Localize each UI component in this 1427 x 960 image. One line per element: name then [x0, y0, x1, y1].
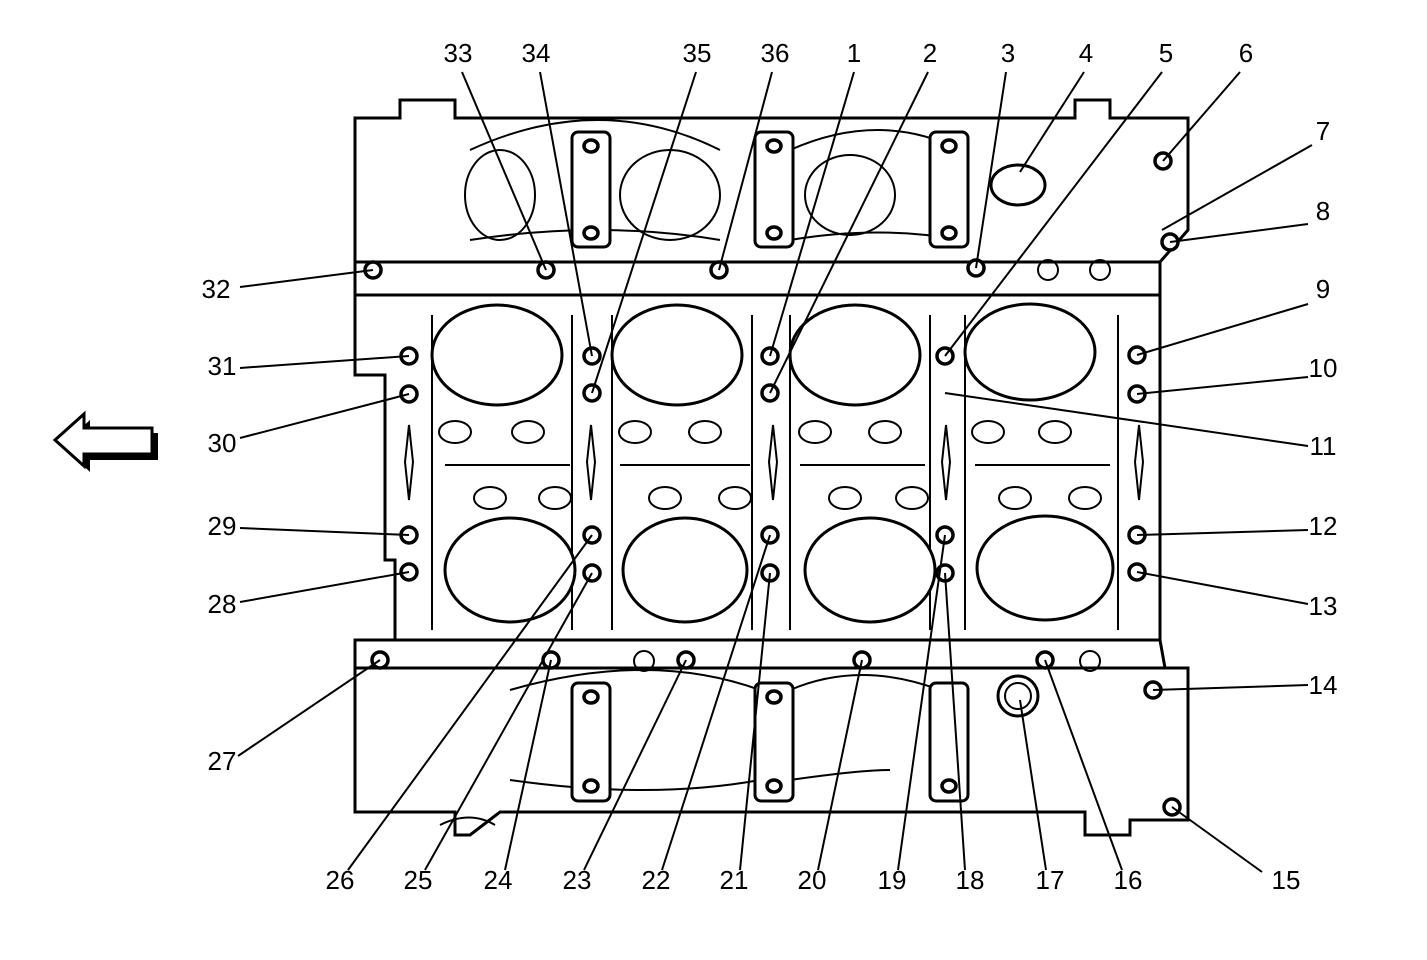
callout-label-12: 12 [1309, 511, 1338, 541]
bolt-holes [363, 151, 1182, 817]
callout-label-33: 33 [444, 38, 473, 68]
leader-line-29 [239, 527, 410, 536]
leader-line-16 [1044, 659, 1123, 871]
leader-line-26 [347, 534, 593, 871]
callout-label-9: 9 [1316, 274, 1330, 304]
leader-line-24 [504, 659, 552, 871]
leader-line-8 [1169, 223, 1309, 243]
leader-line-23 [583, 659, 687, 871]
callout-label-20: 20 [798, 865, 827, 895]
callout-label-16: 16 [1114, 865, 1143, 895]
leader-line-15 [1171, 806, 1263, 873]
callout-label-36: 36 [761, 38, 790, 68]
callout-label-27: 27 [208, 746, 237, 776]
callout-label-1: 1 [847, 38, 861, 68]
leader-line-28 [239, 571, 410, 603]
callout-label-23: 23 [563, 865, 592, 895]
callout-label-13: 13 [1309, 591, 1338, 621]
leader-line-4 [1019, 71, 1085, 173]
callout-label-25: 25 [404, 865, 433, 895]
leader-line-12 [1136, 529, 1309, 536]
leader-line-21 [739, 572, 771, 871]
callout-label-3: 3 [1001, 38, 1015, 68]
callout-label-10: 10 [1309, 353, 1338, 383]
callout-label-26: 26 [326, 865, 355, 895]
leader-line-13 [1136, 571, 1309, 605]
callout-label-22: 22 [642, 865, 671, 895]
callout-label-14: 14 [1309, 670, 1338, 700]
callout-label-8: 8 [1316, 196, 1330, 226]
leader-line-34 [539, 71, 593, 357]
leader-line-9 [1136, 303, 1309, 356]
callout-label-4: 4 [1079, 38, 1093, 68]
callout-label-17: 17 [1036, 865, 1065, 895]
engine-block-outline [353, 98, 1190, 837]
callout-label-7: 7 [1316, 116, 1330, 146]
leader-line-3 [975, 71, 1007, 269]
leader-line-32 [239, 269, 374, 288]
callout-label-35: 35 [683, 38, 712, 68]
leader-line-6 [1162, 71, 1241, 162]
callout-label-2: 2 [923, 38, 937, 68]
callout-label-28: 28 [208, 589, 237, 619]
leader-line-19 [897, 534, 946, 871]
leader-line-27 [237, 659, 381, 757]
left-arrow-icon [52, 410, 158, 472]
callout-label-24: 24 [484, 865, 513, 895]
callout-label-19: 19 [878, 865, 907, 895]
leader-line-20 [817, 659, 863, 871]
leader-line-17 [1019, 699, 1047, 871]
leader-line-31 [239, 355, 410, 369]
callout-label-6: 6 [1239, 38, 1253, 68]
leader-line-36 [718, 71, 773, 271]
callout-label-30: 30 [208, 428, 237, 458]
leader-line-5 [944, 71, 1163, 357]
callout-label-18: 18 [956, 865, 985, 895]
callout-label-31: 31 [208, 351, 237, 381]
leader-lines [237, 71, 1313, 873]
leader-line-14 [1152, 684, 1309, 691]
callout-label-5: 5 [1159, 38, 1173, 68]
leader-line-10 [1136, 376, 1309, 395]
callout-label-11: 11 [1310, 431, 1337, 461]
leader-line-18 [944, 572, 966, 871]
callout-label-32: 32 [202, 274, 231, 304]
callout-label-15: 15 [1272, 865, 1301, 895]
leader-line-7 [1161, 144, 1313, 231]
leader-line-22 [661, 534, 771, 871]
leader-line-33 [461, 71, 547, 271]
leader-line-25 [424, 572, 593, 871]
callout-label-21: 21 [720, 865, 749, 895]
leader-line-11 [944, 392, 1309, 447]
leader-line-2 [769, 71, 929, 394]
leader-line-1 [769, 71, 855, 357]
callout-label-34: 34 [522, 38, 551, 68]
leader-line-35 [591, 71, 697, 394]
callout-label-29: 29 [208, 511, 237, 541]
leader-line-30 [239, 393, 410, 439]
